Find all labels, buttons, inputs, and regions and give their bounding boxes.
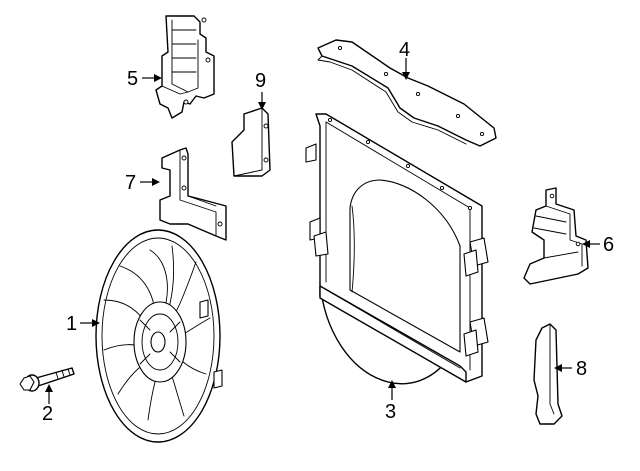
- callout-3-label: 3: [385, 401, 396, 423]
- callout-8-label: 8: [576, 358, 587, 380]
- callout-1: 1: [66, 313, 100, 335]
- part-8-seal[interactable]: [533, 323, 563, 425]
- callout-6-label: 6: [603, 234, 614, 256]
- part-1-fan[interactable]: [95, 229, 223, 443]
- part-5-bracket[interactable]: [155, 15, 215, 119]
- callout-1-label: 1: [66, 313, 77, 335]
- callout-4-label: 4: [399, 39, 410, 61]
- part-9-bracket[interactable]: [231, 107, 271, 177]
- callout-5-label: 5: [127, 68, 138, 90]
- callout-2: 2: [42, 384, 53, 425]
- part-7-bracket[interactable]: [159, 147, 227, 241]
- callout-7: 7: [125, 172, 160, 194]
- part-4-upper-seal[interactable]: [317, 39, 497, 147]
- callout-3: 3: [385, 380, 396, 423]
- callout-8: 8: [554, 358, 587, 380]
- callout-9-label: 9: [255, 70, 266, 92]
- callout-9: 9: [255, 70, 266, 110]
- callout-5: 5: [127, 68, 162, 90]
- callout-6: 6: [582, 234, 614, 256]
- callout-4: 4: [399, 39, 410, 80]
- part-2-bolt[interactable]: [19, 367, 75, 392]
- part-3-fan-shroud[interactable]: [305, 113, 489, 385]
- callout-7-label: 7: [125, 172, 136, 194]
- callout-2-label: 2: [42, 403, 53, 425]
- part-6-bracket[interactable]: [523, 187, 589, 285]
